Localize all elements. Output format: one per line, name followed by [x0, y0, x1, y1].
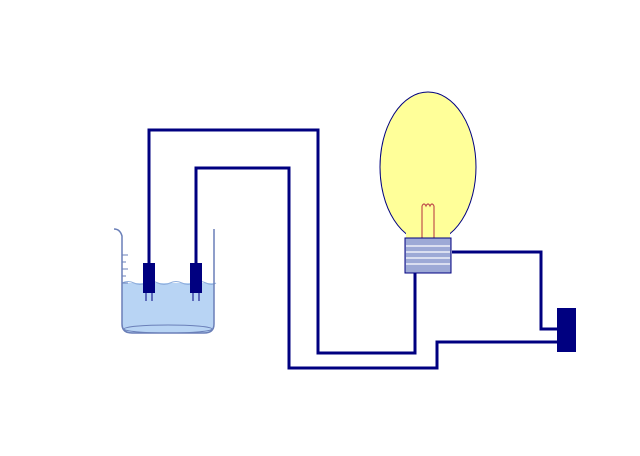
bulb-filament [421, 203, 435, 238]
wire-left-electrode-to-bulb [147, 128, 417, 355]
bulb-base [404, 237, 452, 274]
electrode-left [143, 263, 155, 301]
beaker-liquid-surface [121, 281, 217, 285]
beaker-icon [113, 228, 217, 334]
beaker-graduations [122, 254, 128, 284]
switch-icon [557, 308, 576, 352]
bulb-glass [379, 91, 477, 243]
wire-right-electrode-to-switch [194, 166, 558, 370]
beaker-outline [113, 228, 215, 334]
switch-plate [557, 308, 576, 352]
electrode-icon [190, 263, 202, 293]
beaker-base [123, 324, 213, 334]
light-bulb-icon [379, 91, 477, 274]
wires [147, 128, 558, 370]
bulb-neck [406, 226, 450, 240]
electrode-right [190, 263, 202, 301]
electrode-icon [143, 263, 155, 293]
beaker-liquid [122, 283, 214, 333]
bulb-base-threads [406, 245, 450, 265]
wire-bulb-to-switch [452, 250, 558, 331]
